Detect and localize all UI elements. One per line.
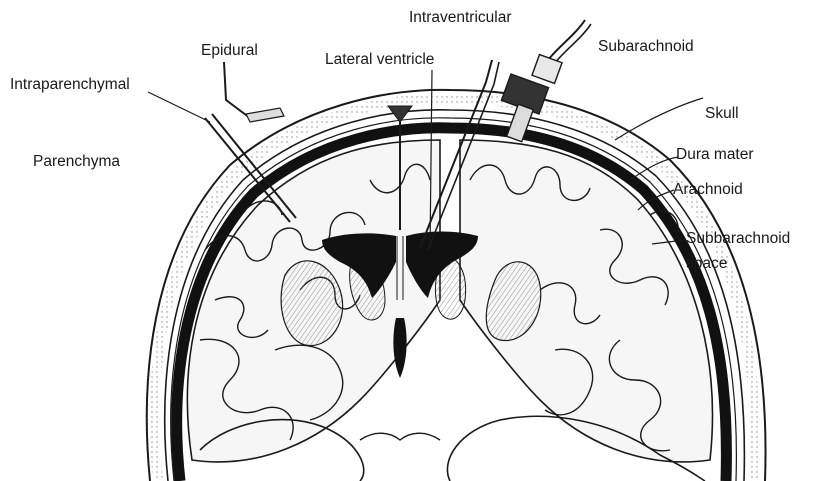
subarachnoid-tube (548, 20, 585, 60)
label-arachnoid: Arachnoid (673, 181, 743, 199)
label-subbarachnoid-line1: Subbarachnoid (686, 230, 790, 248)
label-intraparenchymal: Intraparenchymal (10, 76, 130, 94)
label-intraventricular: Intraventricular (409, 9, 512, 27)
label-subbarachnoid-line2: space (686, 255, 727, 273)
epidural-probe (224, 62, 250, 118)
label-skull: Skull (705, 105, 739, 123)
label-epidural: Epidural (201, 42, 258, 60)
leader-intraparenchymal (148, 92, 210, 122)
epidural-probe-tip (246, 108, 284, 122)
label-dura-mater: Dura mater (676, 146, 754, 164)
label-subarachnoid: Subarachnoid (598, 38, 694, 56)
subarachnoid-tube-inner (554, 24, 591, 64)
leader-skull (615, 98, 703, 140)
label-lateral-ventricle: Lateral ventricle (325, 51, 434, 69)
brainstem-cut (360, 433, 440, 440)
label-parenchyma: Parenchyma (33, 153, 120, 171)
third-ventricle (393, 318, 406, 378)
